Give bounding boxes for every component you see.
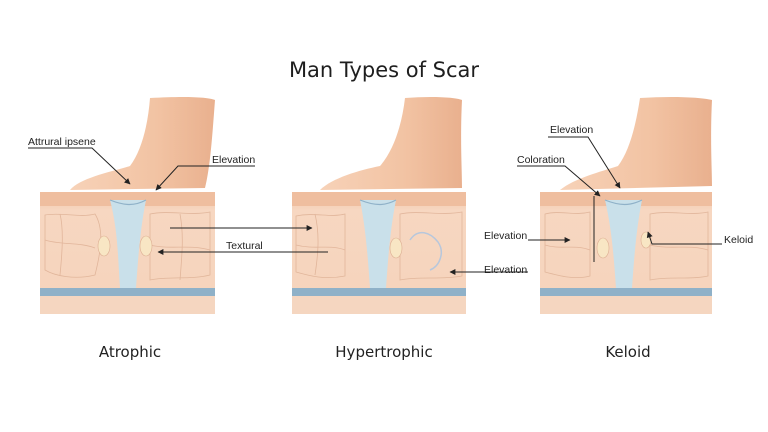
leader-lines: [28, 136, 722, 275]
panel-label-hypertrophic: Hypertrophic: [335, 343, 433, 361]
callout-keloid-elevation-left: Elevation: [484, 230, 528, 242]
callout-attrural-ipsene: Attrural ipsene: [28, 136, 96, 148]
panel-label-atrophic: Atrophic: [98, 343, 162, 361]
atrophic-finger: [70, 96, 215, 190]
callout-atrophic-elevation: Elevation: [212, 154, 256, 166]
panel-label-keloid: Keloid: [605, 343, 651, 361]
callout-center-elevation: Elevation: [484, 264, 528, 276]
diagram-title: Man Types of Scar: [288, 58, 480, 82]
hypertrophic-panel: [292, 96, 466, 314]
keloid-finger: [560, 96, 712, 190]
atrophic-panel: [40, 96, 215, 314]
callout-keloid-elevation-top: Elevation: [550, 124, 594, 136]
callout-textural: Textural: [226, 240, 263, 252]
hypertrophic-finger: [320, 96, 462, 190]
callout-coloration: Coloration: [517, 154, 565, 166]
keloid-panel: [540, 96, 712, 314]
callout-keloid: Keloid: [724, 234, 754, 246]
